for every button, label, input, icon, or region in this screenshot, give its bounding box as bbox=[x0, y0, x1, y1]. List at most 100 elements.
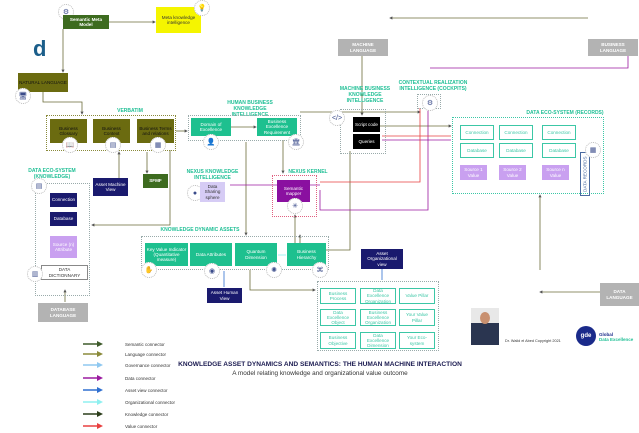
machine-group bbox=[340, 109, 386, 154]
org-grid-group bbox=[317, 281, 439, 351]
gde-logo: gde bbox=[576, 326, 596, 346]
database-box-k[interactable]: Database bbox=[50, 212, 77, 226]
legend-label: Value connector bbox=[125, 423, 158, 429]
connection-box-k[interactable]: Connection bbox=[50, 193, 77, 207]
legend-label: Asset view connector bbox=[125, 387, 168, 393]
source-attribute-box[interactable]: Source (n) Attribute bbox=[50, 236, 77, 258]
legend-arrow-icon bbox=[83, 411, 103, 417]
cockpit-icon: ⚙ bbox=[422, 95, 438, 111]
legend-item: Governance connector bbox=[83, 362, 171, 368]
kvi-box[interactable]: Key Value Indicator (Quantitative measur… bbox=[145, 243, 188, 266]
semantic-mapper-box[interactable]: Semantic mapper bbox=[277, 180, 310, 202]
legend-arrow-icon bbox=[83, 351, 103, 357]
data-attributes-box[interactable]: Data Attributes bbox=[190, 243, 232, 266]
database-box-n[interactable]: Database bbox=[542, 143, 576, 158]
asset-machine-view-box[interactable]: Asset Machine View bbox=[93, 178, 128, 196]
legend-item: Asset view connector bbox=[83, 387, 168, 393]
data-sharing-box[interactable]: Data Sharing sphere bbox=[200, 182, 225, 202]
sfmf-box[interactable]: SFMF bbox=[143, 174, 168, 188]
legend-arrow-icon bbox=[83, 375, 103, 381]
connection-box-1[interactable]: Connection bbox=[460, 125, 494, 140]
grid-cell[interactable]: Data Excellence Object bbox=[320, 309, 356, 326]
semantic-meta-model-box[interactable]: Semantic Meta Model bbox=[63, 15, 109, 29]
legend-label: Semantic connector bbox=[125, 341, 165, 347]
machine-bki-label: MACHINE BUSINESS KNOWLEDGE INTELLIGENCE bbox=[339, 86, 391, 104]
database-language-box[interactable]: DATABASE LANGUAGE bbox=[38, 303, 88, 322]
legend-arrow-icon bbox=[83, 362, 103, 368]
legend-item: Language connector bbox=[83, 351, 166, 357]
grid-cell[interactable]: Your Eco-system bbox=[399, 332, 435, 349]
source-1-box[interactable]: Source 1 Value bbox=[460, 165, 487, 180]
nexus-kernel-group bbox=[272, 175, 317, 217]
grid-cell[interactable]: Business Process bbox=[320, 288, 356, 304]
business-hierarchy-box[interactable]: Business Hierarchy bbox=[287, 243, 326, 266]
building-icon: 🏛 bbox=[288, 134, 304, 150]
business-language-box[interactable]: BUSINESS LANGUAGE bbox=[588, 39, 638, 56]
database-records-icon: ▦ bbox=[585, 142, 601, 158]
legend-arrow-icon bbox=[83, 423, 103, 429]
ber-box[interactable]: Business Excellence Requirement bbox=[257, 118, 297, 136]
grid-cell[interactable]: Data Excellence Organization bbox=[360, 288, 396, 304]
quantum-dimension-box[interactable]: Quantum Dimension bbox=[235, 243, 277, 266]
legend-label: Data connector bbox=[125, 375, 156, 381]
database-box-2[interactable]: Database bbox=[499, 143, 533, 158]
brand-line-2: Data Excellence bbox=[599, 337, 634, 342]
contextual-label: CONTEXTUAL REALIZATION INTELLIGENCE (COC… bbox=[398, 80, 468, 92]
legend-item: Semantic connector bbox=[83, 341, 165, 347]
source-n-box[interactable]: Source n Value bbox=[542, 165, 569, 180]
book-icon: 📖 bbox=[62, 137, 78, 153]
data-dictionary-box[interactable]: DATA DICTIONNARY bbox=[41, 265, 88, 280]
author-photo bbox=[471, 308, 499, 345]
lightbulb-icon: 💡 bbox=[194, 0, 210, 16]
data-language-box[interactable]: DATA LANGUAGE bbox=[600, 283, 639, 306]
legend-arrow-icon bbox=[83, 341, 103, 347]
verbatim-label: VERBATIM bbox=[117, 108, 143, 114]
grid-cell[interactable]: Your Value Pillar bbox=[399, 309, 435, 326]
diagram-subtitle: A model relating knowledge and organizat… bbox=[232, 370, 408, 377]
hand-icon: ✋ bbox=[141, 262, 157, 278]
natural-language-box[interactable]: NATURAL LANGUAGE bbox=[18, 73, 68, 92]
connection-box-n[interactable]: Connection bbox=[542, 125, 576, 140]
nexus-ki-label: NEXUS KNOWLEDGE INTELLIGENCE bbox=[186, 169, 239, 181]
legend-label: Knowledge connector bbox=[125, 411, 169, 417]
records-group bbox=[452, 117, 604, 194]
legend-item: Organizational connector bbox=[83, 399, 175, 405]
source-2-box[interactable]: Source 2 Value bbox=[499, 165, 526, 180]
grid-cell[interactable]: Value Pillar bbox=[399, 288, 435, 304]
knowledge-group bbox=[35, 183, 90, 296]
legend-arrow-icon bbox=[83, 399, 103, 405]
data-records-box[interactable]: DATA RECORDS bbox=[580, 152, 590, 196]
meta-knowledge-box[interactable]: Meta knowledge intelligence bbox=[156, 7, 201, 33]
queries-box[interactable]: Queries bbox=[353, 134, 380, 149]
diagram-title: KNOWLEDGE ASSET DYNAMICS AND SEMANTICS: … bbox=[178, 361, 462, 368]
legend-item: Data connector bbox=[83, 375, 156, 381]
records-label: DATA ECO-SYSTEM (RECORDS) bbox=[526, 110, 604, 116]
relations-icon: ▦ bbox=[150, 137, 166, 153]
legend-item: Value connector bbox=[83, 423, 157, 429]
document-list-icon: ▤ bbox=[31, 178, 47, 194]
asset-human-view-box[interactable]: Asset Human View bbox=[207, 288, 242, 303]
legend-label: Organizational connector bbox=[125, 399, 176, 405]
grid-cell[interactable]: Business Excellence Organization bbox=[360, 309, 396, 326]
connection-box-2[interactable]: Connection bbox=[499, 125, 533, 140]
human-bki-group bbox=[188, 115, 301, 141]
dictionary-icon: ▥ bbox=[27, 266, 43, 282]
hierarchy-icon: ⌘ bbox=[312, 262, 328, 278]
legend-item: Knowledge connector bbox=[83, 411, 168, 417]
database-box-1[interactable]: Database bbox=[460, 143, 494, 158]
grid-cell[interactable]: Business Objective bbox=[320, 332, 356, 349]
script-code-box[interactable]: Script code bbox=[353, 117, 380, 132]
legend-label: Governance connector bbox=[125, 362, 171, 368]
domain-excellence-box[interactable]: Domain of Excellence bbox=[191, 118, 231, 136]
mapper-icon: ✳ bbox=[287, 198, 303, 214]
copyright-text: Dr. Walid el Abed Copyright 2021 bbox=[505, 339, 561, 343]
code-icon: </> bbox=[329, 110, 345, 126]
grid-cell[interactable]: Data Excellence Dimension bbox=[360, 332, 396, 349]
nexus-kernel-label: NEXUS KERNEL bbox=[288, 169, 328, 175]
asset-org-view-box[interactable]: Asset Organizational view bbox=[361, 249, 403, 269]
machine-language-box[interactable]: MACHINE LANGUAGE bbox=[338, 39, 388, 56]
knowledge-label: DATA ECO-SYSTEM (KNOWLEDGE) bbox=[28, 168, 76, 180]
